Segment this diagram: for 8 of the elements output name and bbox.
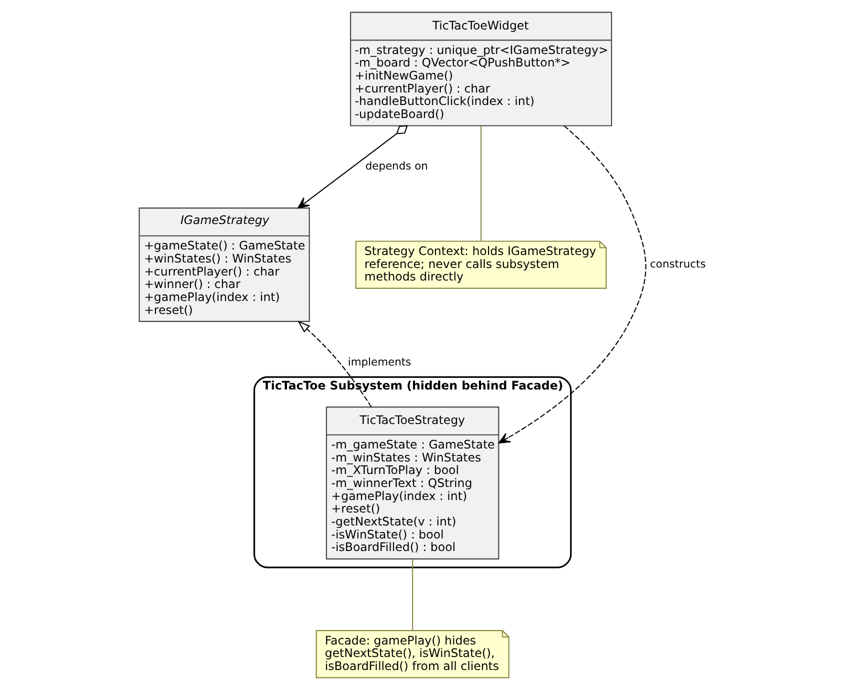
edge-label: implements bbox=[347, 355, 411, 368]
edge-label: constructs bbox=[650, 257, 706, 270]
edge-label: depends on bbox=[364, 160, 428, 173]
arrow bbox=[297, 320, 372, 408]
connector bbox=[412, 559, 413, 631]
connector bbox=[480, 126, 482, 241]
arrow bbox=[297, 125, 408, 209]
arrow bbox=[498, 125, 646, 444]
